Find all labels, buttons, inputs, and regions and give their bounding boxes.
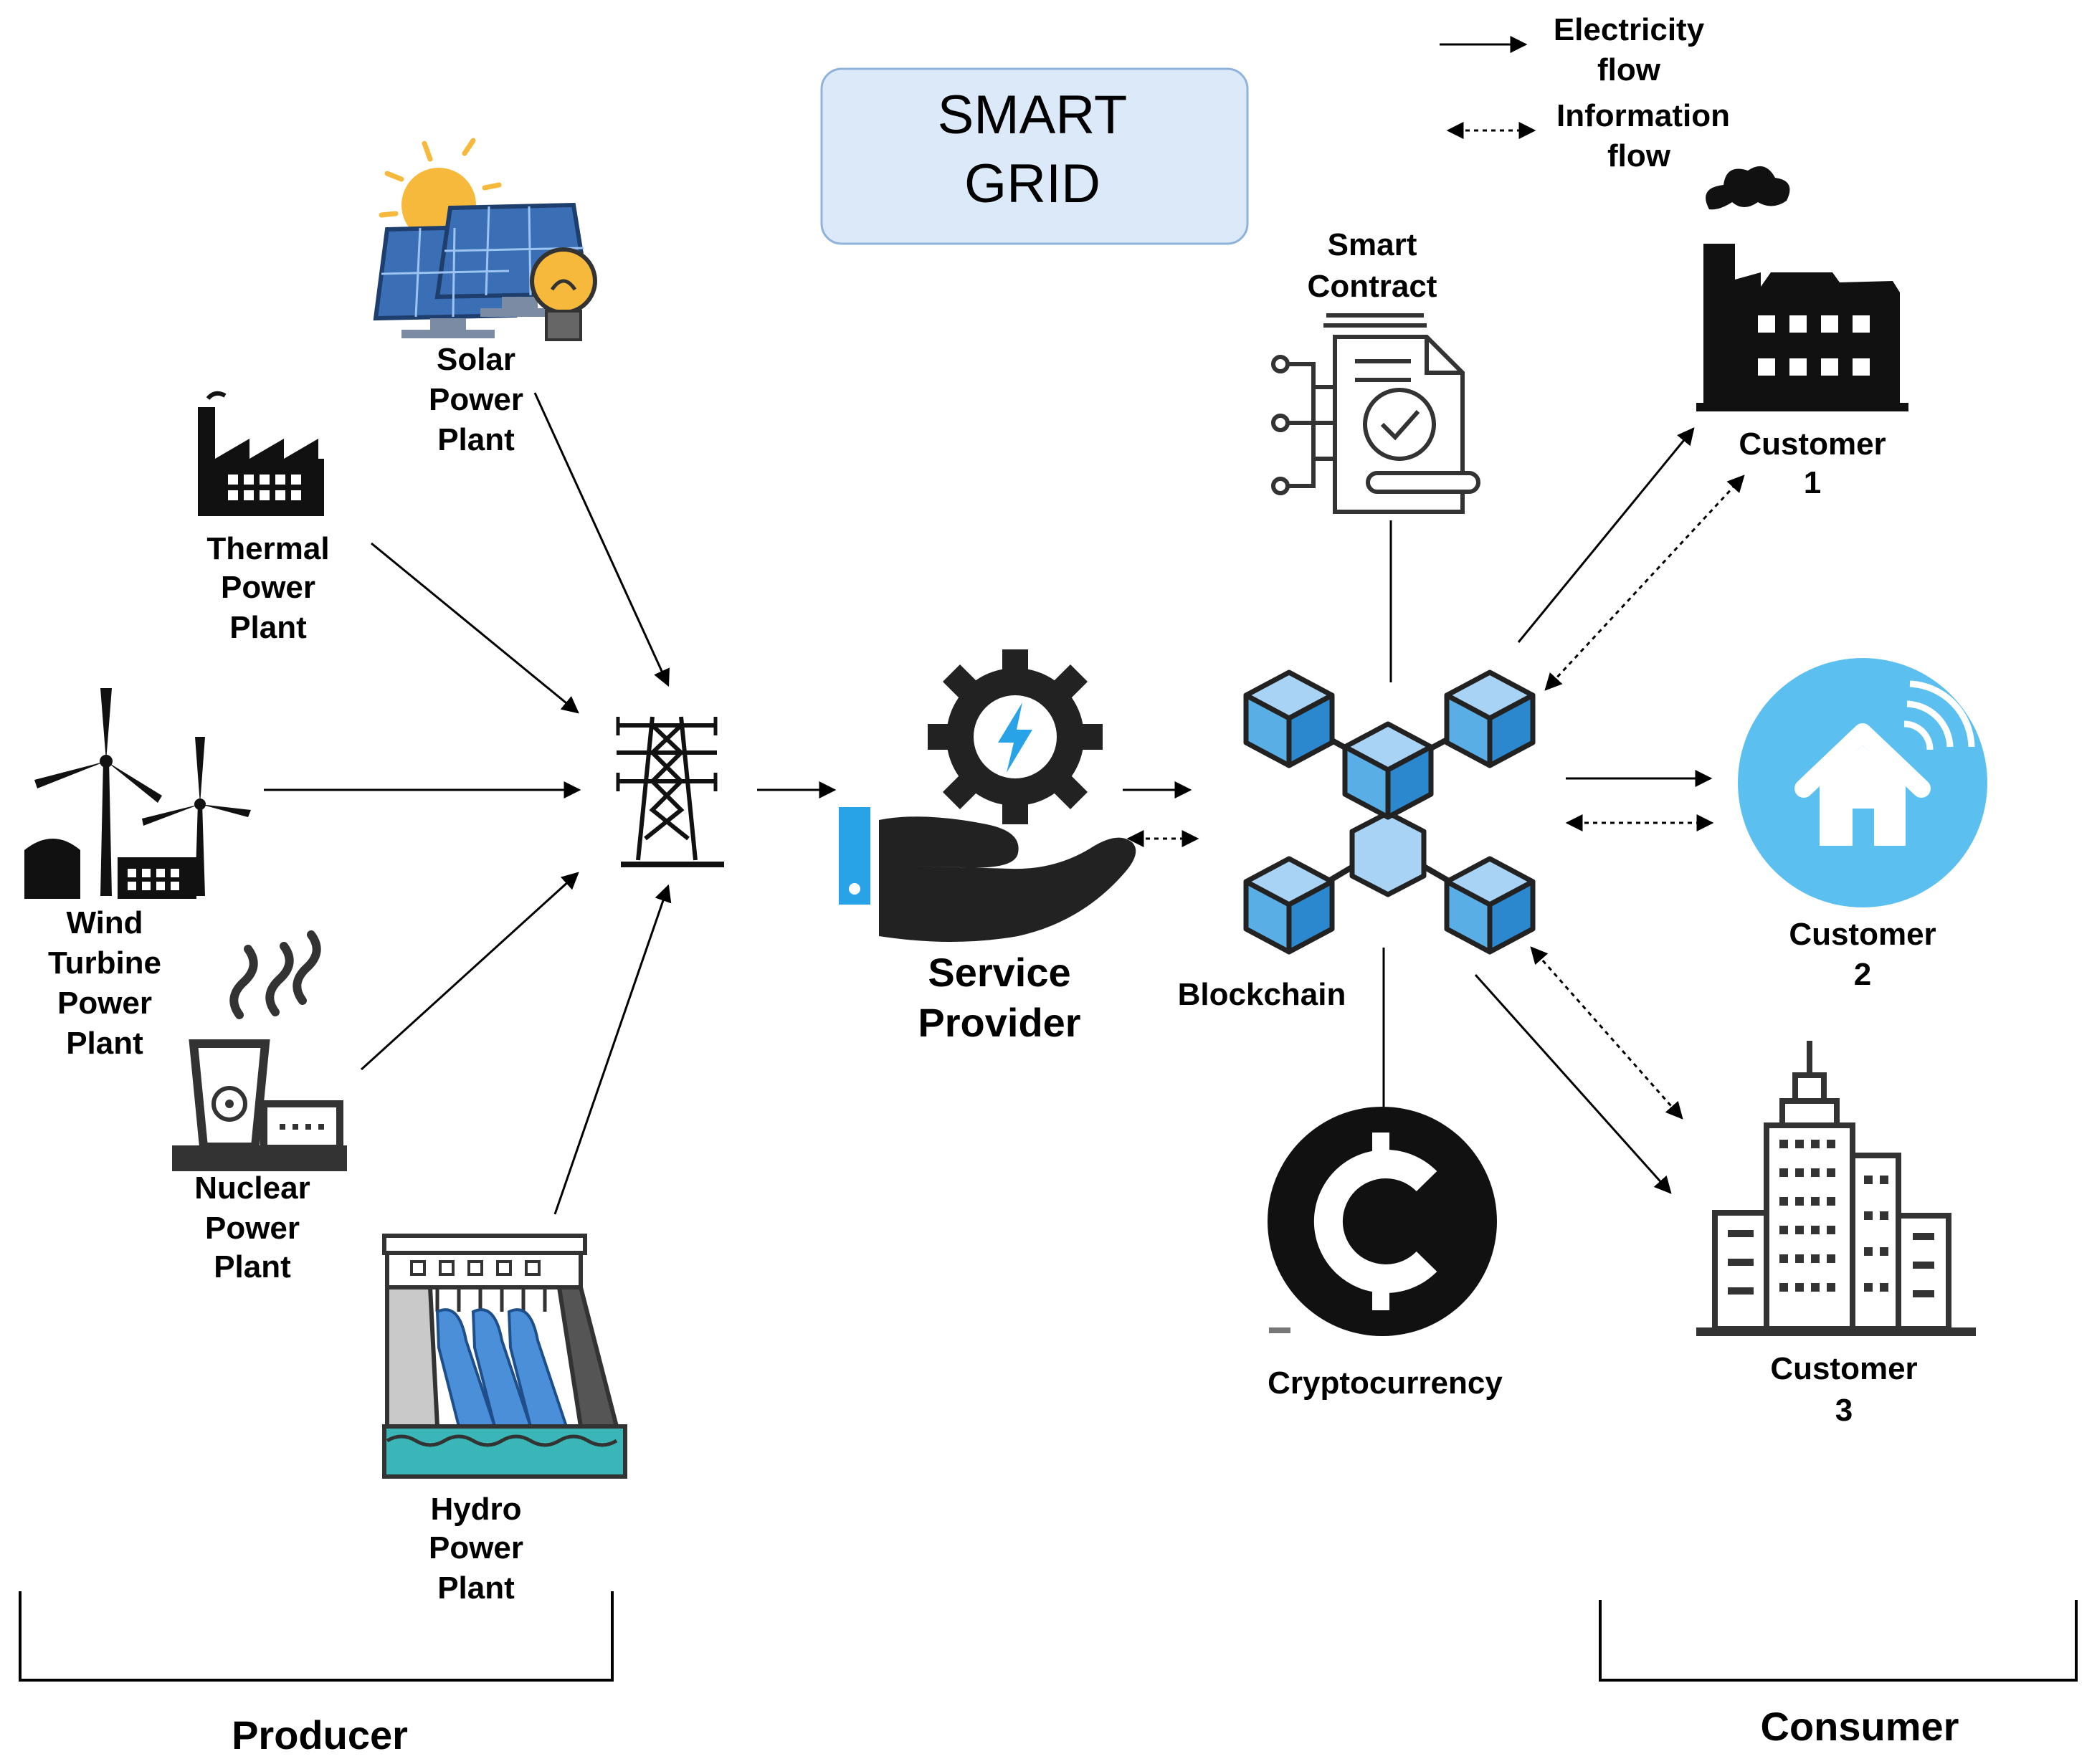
hydro-label-2: Power <box>429 1530 523 1565</box>
edge-blockchain-customer1-electricity <box>1517 427 1695 643</box>
factory-icon <box>1696 166 1908 411</box>
customer-1-label-2: 1 <box>1804 465 1821 500</box>
consumer-bracket <box>1599 1600 2078 1682</box>
edge-hydro-tower <box>553 884 672 1215</box>
solar-label-1: Solar <box>437 342 515 377</box>
customer-3-label-2: 3 <box>1835 1393 1853 1428</box>
smart-contract-label-1: Smart <box>1328 227 1417 262</box>
customer-2-label-2: 2 <box>1854 957 1871 992</box>
edge-thermal-tower <box>371 542 579 714</box>
legend-electricity-line-2: flow <box>1597 52 1661 87</box>
hand-gear-icon <box>839 649 1136 942</box>
customer-2-label-1: Customer <box>1789 917 1936 952</box>
legend-information-line-2: flow <box>1607 138 1671 173</box>
smart-contract-label-2: Contract <box>1308 269 1437 304</box>
customer-3-label-1: Customer <box>1770 1351 1917 1386</box>
title-line-1: SMART <box>938 85 1128 146</box>
solar-panel-icon <box>373 138 597 341</box>
connectors <box>264 392 1745 1215</box>
title-box: SMART GRID <box>820 67 1249 245</box>
solar-label-3: Plant <box>437 422 515 457</box>
transmission-tower-icon <box>616 716 724 867</box>
contract-document-icon <box>1271 313 1480 514</box>
factory-icon <box>198 391 324 516</box>
hydro-dam-icon <box>382 1234 627 1479</box>
hydro-label-3: Plant <box>437 1570 515 1606</box>
nuclear-label-2: Power <box>205 1211 300 1246</box>
edge-blockchain-customer1-information <box>1544 475 1745 691</box>
legend-information-line-1: Information <box>1556 98 1730 133</box>
crypto-coin-icon <box>1268 1107 1497 1336</box>
home-icon <box>1738 658 1987 907</box>
thermal-label-2: Power <box>221 570 315 605</box>
producer-bracket <box>19 1591 614 1682</box>
wind-label-1: Wind <box>66 905 143 940</box>
title-line-2: GRID <box>964 153 1100 214</box>
producer-group-label: Producer <box>232 1712 408 1758</box>
edge-nuclear-tower <box>360 872 579 1071</box>
blockchain-label: Blockchain <box>1178 977 1346 1012</box>
wind-turbine-icon <box>24 688 251 899</box>
service-provider-label-1: Service <box>928 950 1070 995</box>
customer-1-label-1: Customer <box>1739 426 1886 462</box>
skyscraper-icon <box>1696 1041 1976 1336</box>
solar-label-2: Power <box>429 382 523 417</box>
thermal-label-1: Thermal <box>206 531 329 566</box>
wind-label-4: Plant <box>66 1026 143 1061</box>
service-provider-label-2: Provider <box>918 1000 1080 1045</box>
nuclear-plant-icon <box>172 930 347 1171</box>
legend: Electricity flow Information flow <box>1440 12 1730 173</box>
cryptocurrency-label: Cryptocurrency <box>1268 1365 1503 1401</box>
consumer-group-label: Consumer <box>1761 1704 1959 1749</box>
edge-blockchain-customer3-electricity <box>1474 973 1672 1194</box>
blockchain-cubes-icon <box>1243 669 1536 955</box>
edge-solar-tower <box>533 392 670 687</box>
nuclear-label-1: Nuclear <box>194 1171 310 1206</box>
hydro-label-1: Hydro <box>430 1492 521 1527</box>
wind-label-2: Turbine <box>48 945 161 981</box>
wind-label-3: Power <box>57 986 152 1021</box>
edge-blockchain-customer3-information <box>1530 946 1683 1120</box>
skyscraper-windows <box>1728 1140 1934 1297</box>
legend-electricity-line-1: Electricity <box>1554 12 1705 47</box>
nuclear-label-3: Plant <box>214 1249 291 1284</box>
thermal-label-3: Plant <box>229 610 307 645</box>
